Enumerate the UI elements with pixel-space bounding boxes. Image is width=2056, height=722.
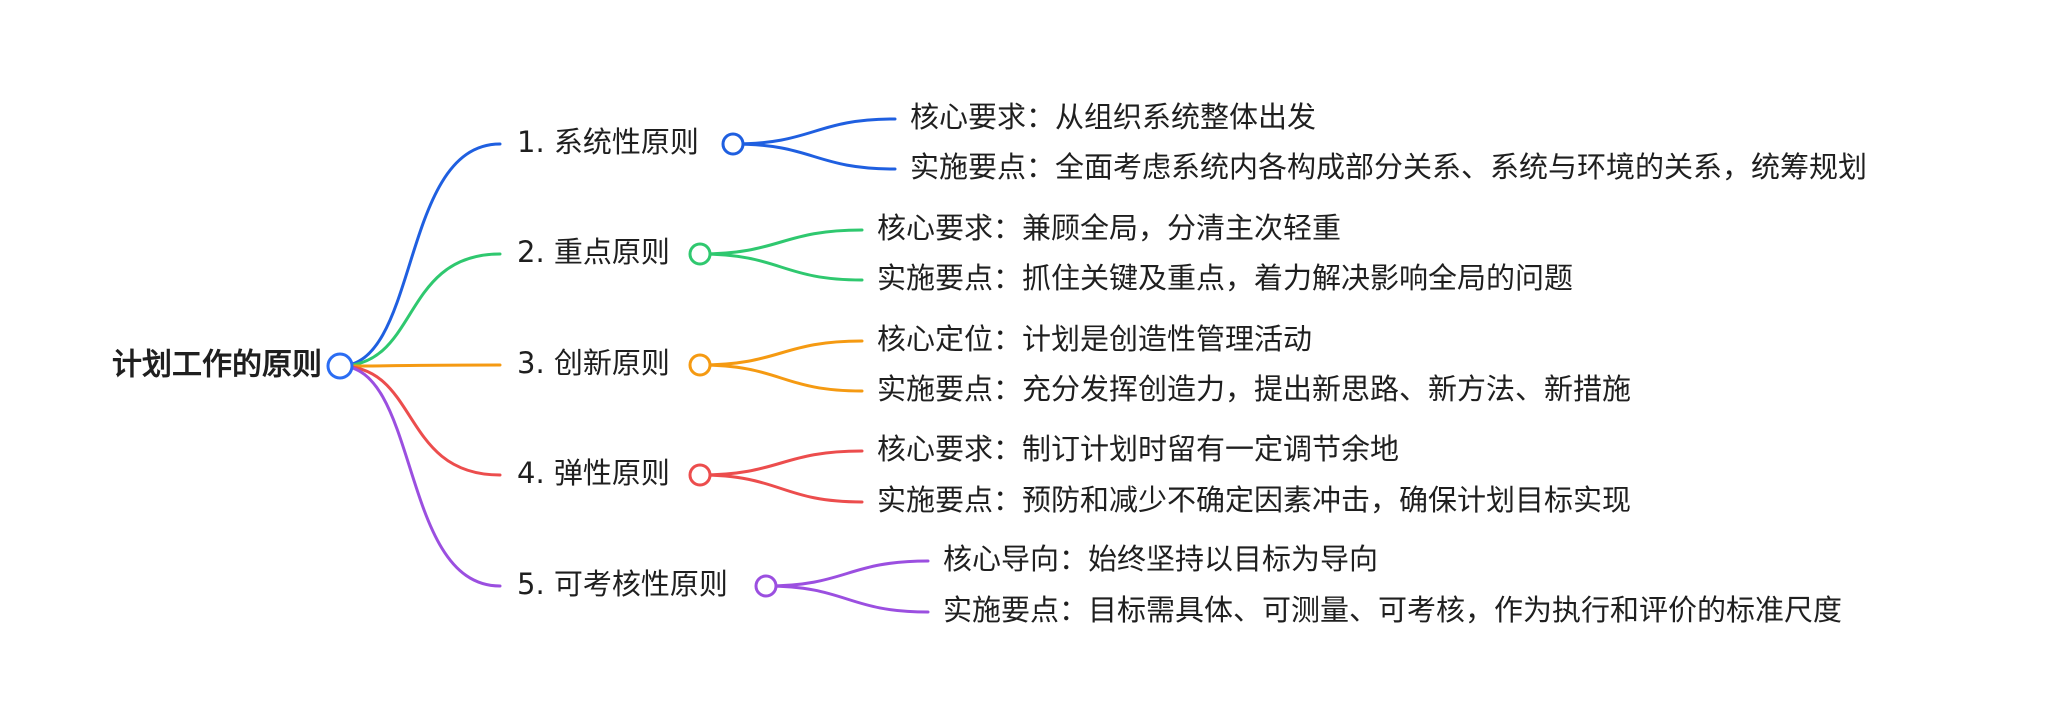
leaf-label-1-2: 实施要点：全面考虑系统内各构成部分关系、系统与环境的关系，统筹规划: [910, 150, 1867, 184]
edge-branch-2-to-leaf-1: [698, 228, 864, 256]
edge-branch-2-to-leaf-2: [698, 252, 864, 282]
leaf-label-4-1: 核心要求：制订计划时留有一定调节余地: [877, 432, 1399, 466]
branch-label-4: 4. 弹性原则: [517, 456, 670, 490]
branch-label-3: 3. 创新原则: [517, 346, 670, 380]
branch-4-toggle-dot[interactable]: [688, 463, 712, 487]
leaf-label-2-2: 实施要点：抓住关键及重点，着力解决影响全局的问题: [877, 261, 1573, 295]
edge-branch-4-to-leaf-2: [698, 473, 864, 504]
edge-branch-3-to-leaf-1: [698, 339, 864, 367]
branch-3-toggle-dot[interactable]: [688, 353, 712, 377]
leaf-label-1-1: 核心要求：从组织系统整体出发: [910, 100, 1316, 134]
branch-label-1: 1. 系统性原则: [517, 125, 699, 159]
branch-label-5: 5. 可考核性原则: [517, 567, 728, 601]
leaf-label-5-2: 实施要点：目标需具体、可测量、可考核，作为执行和评价的标准尺度: [943, 593, 1842, 627]
leaf-label-3-1: 核心定位：计划是创造性管理活动: [877, 322, 1312, 356]
leaf-label-3-2: 实施要点：充分发挥创造力，提出新思路、新方法、新措施: [877, 372, 1631, 406]
edge-branch-5-to-leaf-1: [764, 559, 930, 588]
edges-layer: [338, 117, 930, 614]
leaf-label-5-1: 核心导向：始终坚持以目标为导向: [943, 542, 1378, 576]
edge-root-to-branch-3: [338, 363, 502, 368]
edge-root-to-branch-1: [338, 142, 502, 368]
branch-1-toggle-dot[interactable]: [721, 132, 745, 156]
edge-root-to-branch-5: [338, 364, 502, 588]
leaf-label-4-2: 实施要点：预防和减少不确定因素冲击，确保计划目标实现: [877, 483, 1631, 517]
edge-branch-4-to-leaf-1: [698, 449, 864, 477]
branch-5-toggle-dot[interactable]: [754, 574, 778, 598]
edge-branch-5-to-leaf-2: [764, 584, 930, 614]
leaf-label-2-1: 核心要求：兼顾全局，分清主次轻重: [877, 211, 1341, 245]
edge-branch-3-to-leaf-2: [698, 363, 864, 393]
edge-branch-1-to-leaf-2: [731, 142, 897, 171]
branch-2-toggle-dot[interactable]: [688, 242, 712, 266]
root-label: 计划工作的原则: [112, 348, 322, 383]
nodes-layer: 计划工作的原则 1. 系统性原则 核心要求：从组织系统整体出发实施要点：全面考虑系统…: [112, 100, 1867, 627]
branch-label-2: 2. 重点原则: [517, 235, 670, 269]
edge-root-to-branch-2: [338, 252, 502, 368]
edge-root-to-branch-4: [338, 364, 502, 477]
root-toggle-dot[interactable]: [326, 352, 354, 380]
edge-branch-1-to-leaf-1: [731, 117, 897, 146]
